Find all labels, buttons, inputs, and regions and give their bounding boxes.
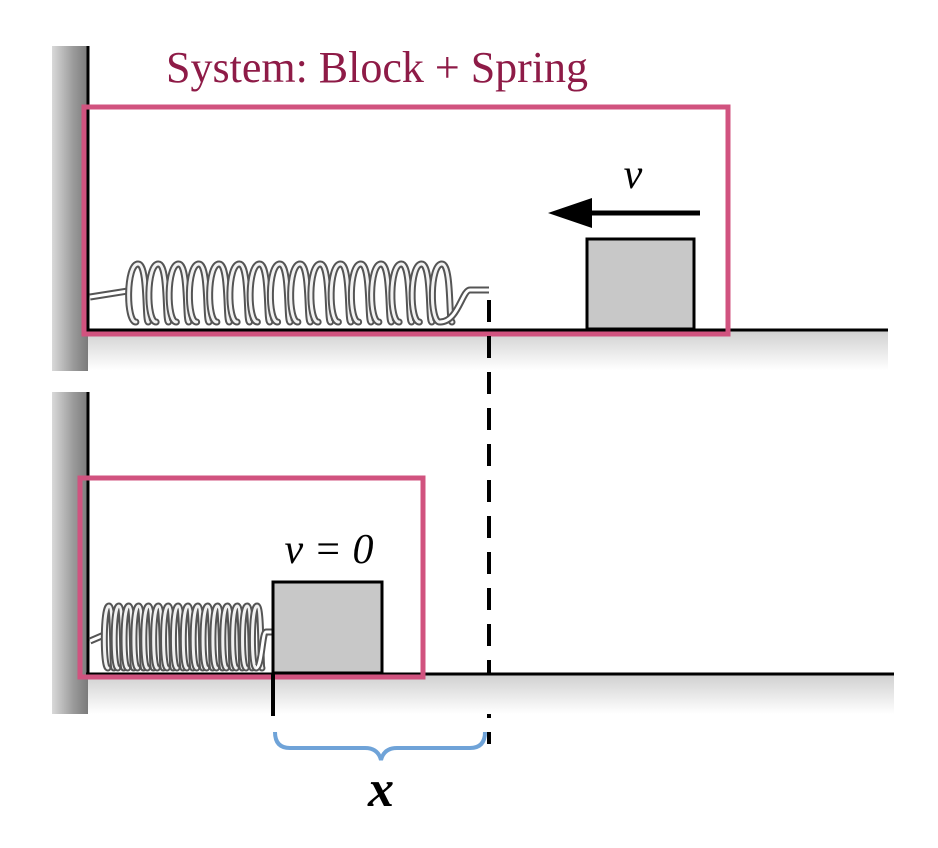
top-spring [89,260,489,326]
bottom-panel: v = 0 x [52,392,894,818]
top-block [585,237,696,331]
top-system-box [81,104,731,337]
top-panel: v System: Block + Spring [52,43,888,371]
bottom-velocity-label: v = 0 [285,527,374,573]
bottom-spring [88,602,273,672]
velocity-arrowhead [548,198,592,228]
spring-coil [430,262,454,324]
bottom-wall-shadow [52,392,88,714]
bottom-block [271,580,384,675]
system-title: System: Block + Spring [166,43,588,92]
displacement-brace [273,731,487,761]
top-velocity-label: v [624,152,643,198]
displacement-label: x [367,761,394,818]
bottom-floor-shadow [88,674,894,714]
bottom-system-box [77,475,426,680]
